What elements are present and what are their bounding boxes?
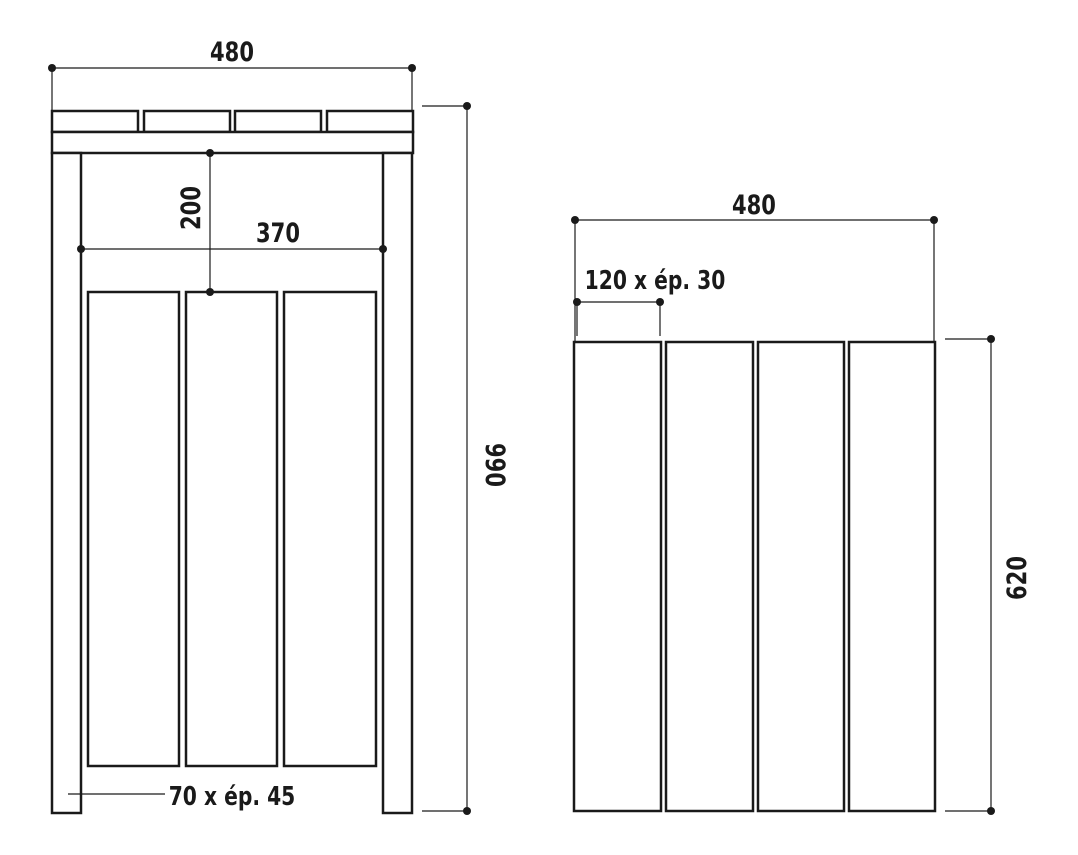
gap-label: 200 [175, 186, 206, 230]
front-width-dimension: 480 [48, 36, 416, 111]
side-height-dimension: 620 [945, 335, 1032, 815]
post-callout: 70 x ép. 45 [68, 782, 295, 812]
left-leg [50, 151, 83, 815]
seat-slat [325, 109, 415, 134]
side-width-label: 480 [732, 189, 776, 220]
slat-label: 120 x ép. 30 [585, 266, 726, 296]
slat-dimension: 120 x ép. 30 [573, 266, 725, 336]
side-slat [664, 340, 755, 813]
side-width-dimension: 480 [571, 189, 938, 342]
front-height-label: 990 [480, 443, 511, 487]
seat-slat [50, 109, 140, 134]
inner-width-dimension: 370 [77, 217, 387, 253]
gap-dimension: 200 [175, 149, 214, 296]
top-rail [50, 130, 415, 155]
side-slat [847, 340, 937, 813]
panel-board [184, 290, 279, 768]
side-slat [756, 340, 846, 813]
panel-board [86, 290, 181, 768]
seat-slat [233, 109, 323, 134]
seat-slat [142, 109, 232, 134]
side-height-label: 620 [1001, 556, 1032, 600]
front-height-dimension: 990 [422, 102, 511, 815]
panel-board [282, 290, 378, 768]
front-width-label: 480 [210, 36, 254, 67]
post-label: 70 x ép. 45 [169, 782, 296, 812]
front-view: 480 990 200 370 70 x ép. 45 [48, 36, 511, 815]
inner-width-label: 370 [256, 217, 300, 248]
side-slat [572, 340, 663, 813]
right-leg [381, 151, 414, 815]
side-view: 480 120 x ép. 30 620 [571, 189, 1032, 815]
